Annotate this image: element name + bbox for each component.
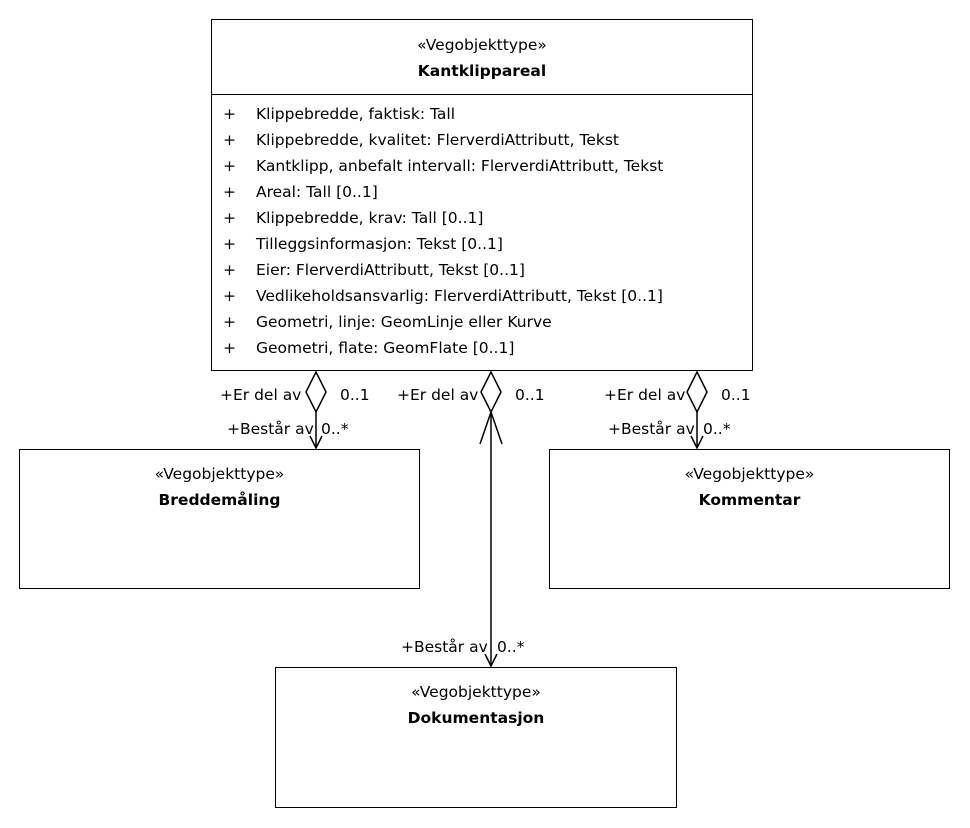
source-multiplicity-label: 0..1 — [515, 386, 545, 404]
class-attribute: + Kantklipp, anbefalt intervall: Flerver… — [212, 157, 752, 183]
attribute-visibility: + — [223, 339, 236, 357]
class-attribute: + Areal: Tall [0..1] — [212, 183, 752, 209]
navigability-arrowhead — [484, 653, 498, 668]
attribute-text: Vedlikeholdsansvarlig: FlerverdiAttribut… — [256, 287, 663, 305]
attribute-visibility: + — [223, 157, 236, 175]
class-name: Dokumentasjon — [407, 709, 545, 727]
class-name: Kantklippareal — [417, 62, 547, 80]
navigability-arrowhead — [690, 435, 704, 450]
non-navigable-arrowhead — [479, 409, 503, 445]
target-role-label: +Består av — [227, 420, 314, 438]
attribute-text: Geometri, linje: GeomLinje eller Kurve — [256, 313, 552, 331]
attribute-text: Kantklipp, anbefalt intervall: Flerverdi… — [256, 157, 664, 175]
class-stereotype: «Vegobjekttype» — [417, 36, 547, 54]
class-stereotype: «Vegobjekttype» — [154, 465, 285, 483]
target-multiplicity-label: 0..* — [497, 638, 525, 656]
source-role-label: +Er del av — [397, 386, 479, 404]
aggregation-diamond — [480, 370, 502, 414]
class-name: Breddemåling — [158, 491, 281, 509]
attribute-visibility: + — [223, 235, 236, 253]
target-multiplicity-label: 0..* — [703, 420, 731, 438]
class-attribute: + Geometri, linje: GeomLinje eller Kurve — [212, 313, 752, 339]
aggregation-diamond — [305, 370, 327, 414]
attribute-visibility: + — [223, 261, 236, 279]
attribute-text: Areal: Tall [0..1] — [256, 183, 378, 201]
class-attribute: + Klippebredde, kvalitet: FlerverdiAttri… — [212, 131, 752, 157]
class-dokumentasjon[interactable]: «Vegobjekttype» Dokumentasjon — [275, 667, 677, 808]
source-multiplicity-label: 0..1 — [721, 386, 751, 404]
attribute-visibility: + — [223, 209, 236, 227]
attribute-text: Eier: FlerverdiAttributt, Tekst [0..1] — [256, 261, 525, 279]
class-stereotype: «Vegobjekttype» — [684, 465, 815, 483]
target-multiplicity-label: 0..* — [321, 420, 349, 438]
class-name: Kommentar — [698, 491, 801, 509]
target-role-label: +Består av — [401, 638, 488, 656]
class-attribute: + Klippebredde, krav: Tall [0..1] — [212, 209, 752, 235]
target-role-label: +Består av — [608, 420, 695, 438]
association-dokumentasjon — [479, 370, 503, 668]
attribute-visibility: + — [223, 287, 236, 305]
attribute-text: Klippebredde, faktisk: Tall — [256, 105, 455, 123]
aggregation-diamond — [686, 370, 708, 414]
navigability-arrowhead — [309, 435, 323, 450]
class-attribute: + Geometri, flate: GeomFlate [0..1] — [212, 339, 752, 365]
class-attribute: + Vedlikeholdsansvarlig: FlerverdiAttrib… — [212, 287, 752, 313]
class-stereotype: «Vegobjekttype» — [411, 683, 541, 701]
attribute-visibility: + — [223, 105, 236, 123]
attribute-text: Geometri, flate: GeomFlate [0..1] — [256, 339, 515, 357]
association-kommentar — [686, 370, 708, 450]
class-kantklippareal[interactable]: «Vegobjekttype» Kantklippareal + Klippeb… — [211, 19, 753, 371]
source-role-label: +Er del av — [220, 386, 302, 404]
class-breddemaling[interactable]: «Vegobjekttype» Breddemåling — [19, 449, 420, 589]
source-multiplicity-label: 0..1 — [340, 386, 370, 404]
class-attribute: + Eier: FlerverdiAttributt, Tekst [0..1] — [212, 261, 752, 287]
attribute-visibility: + — [223, 131, 236, 149]
class-kommentar[interactable]: «Vegobjekttype» Kommentar — [549, 449, 950, 589]
source-role-label: +Er del av — [604, 386, 686, 404]
attribute-text: Tilleggsinformasjon: Tekst [0..1] — [256, 235, 503, 253]
attribute-text: Klippebredde, krav: Tall [0..1] — [256, 209, 484, 227]
attribute-visibility: + — [223, 313, 236, 331]
class-attribute: + Tilleggsinformasjon: Tekst [0..1] — [212, 235, 752, 261]
attribute-text: Klippebredde, kvalitet: FlerverdiAttribu… — [256, 131, 619, 149]
association-breddemaling — [305, 370, 327, 450]
class-compartment-divider — [212, 94, 752, 95]
attribute-visibility: + — [223, 183, 236, 201]
class-attribute: + Klippebredde, faktisk: Tall — [212, 105, 752, 131]
